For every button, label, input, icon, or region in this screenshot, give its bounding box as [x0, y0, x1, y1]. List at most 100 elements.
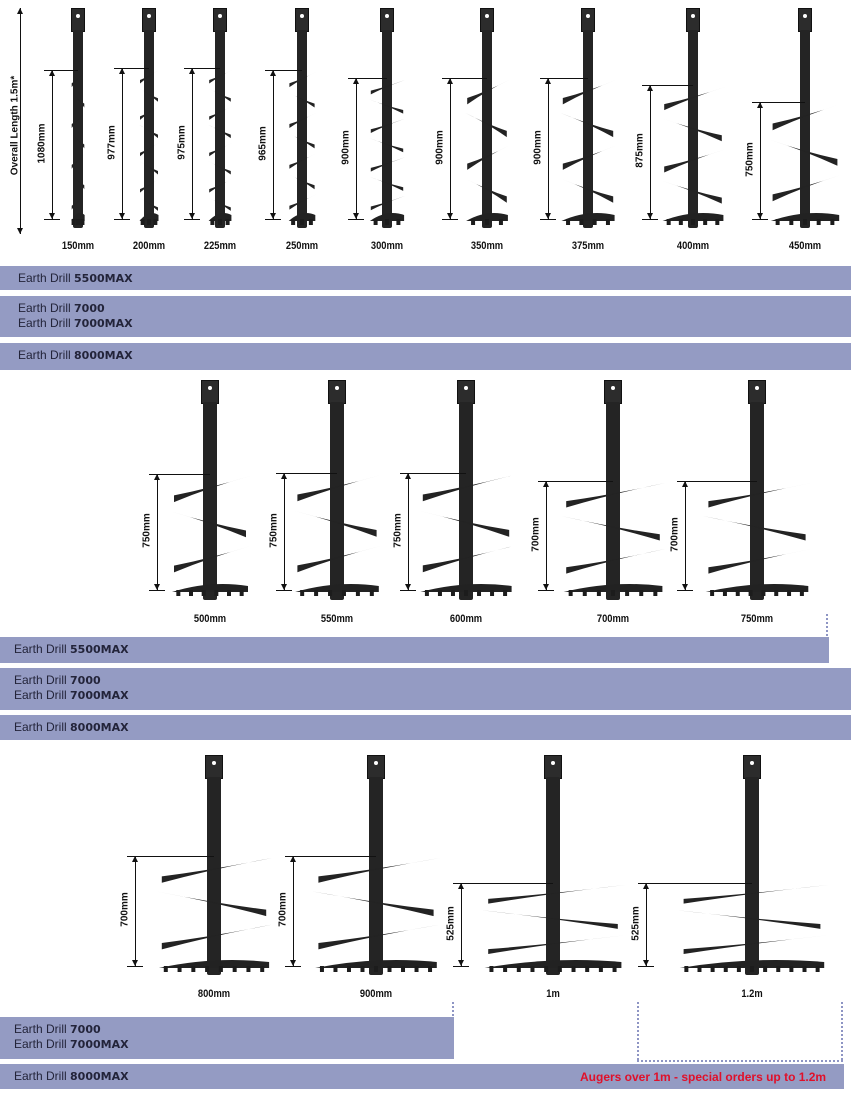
dimension-extension-line — [114, 219, 130, 220]
auger-flighting — [465, 80, 509, 225]
auger-size-label: 150mm — [61, 240, 95, 252]
auger-size-label: 250mm — [285, 240, 319, 252]
dimension-extension-line — [752, 102, 805, 103]
dimension-extension-line — [538, 481, 613, 482]
flight-length-label: 977mm — [106, 124, 118, 160]
auger-hex-collar — [544, 755, 562, 779]
flight-length-label: 875mm — [634, 133, 646, 168]
auger-flighting — [561, 483, 665, 596]
auger-size-label: 1.2m — [741, 988, 763, 1000]
dimension-extension-line — [276, 473, 337, 474]
auger-flighting — [703, 483, 811, 596]
flight-length-label: 900mm — [340, 129, 352, 165]
auger-hex-collar — [581, 8, 595, 32]
dimension-extension-line — [540, 78, 588, 79]
dimension-extension-line — [538, 590, 554, 591]
auger-hex-collar — [295, 8, 309, 32]
flight-length-label: 900mm — [532, 129, 544, 165]
flight-length-label: 900mm — [434, 129, 446, 165]
flight-length-label: 700mm — [277, 892, 289, 927]
flight-length-label: 975mm — [176, 124, 188, 160]
dimension-extension-line — [44, 219, 60, 220]
flight-length-dimension — [290, 856, 296, 966]
dotted-marker — [841, 1002, 843, 1060]
auger-flighting — [418, 475, 514, 596]
flight-length-dimension — [49, 70, 55, 219]
flight-length-label: 750mm — [392, 512, 404, 548]
dimension-extension-line — [453, 966, 469, 967]
flight-length-label: 1080mm — [36, 122, 48, 164]
flight-length-dimension — [189, 68, 195, 219]
overall-length-label: Overall Length 1.5m* — [9, 75, 21, 176]
flight-length-label: 965mm — [257, 125, 269, 161]
auger-flighting — [208, 70, 232, 225]
dimension-extension-line — [265, 219, 281, 220]
auger-shaft — [800, 30, 810, 228]
auger-flighting — [481, 885, 625, 972]
dimension-extension-line — [285, 856, 376, 857]
dimension-extension-line — [677, 481, 757, 482]
auger-shaft — [482, 30, 492, 228]
flight-length-dimension — [270, 70, 276, 219]
auger-shaft — [207, 777, 221, 975]
flight-length-dimension — [447, 78, 453, 219]
flight-length-dimension — [647, 85, 653, 219]
dimension-extension-line — [752, 219, 768, 220]
flight-length-dimension — [545, 78, 551, 219]
auger-flighting — [288, 72, 316, 225]
flight-length-dimension — [353, 78, 359, 219]
auger-flighting — [293, 475, 381, 596]
flight-length-dimension — [458, 883, 464, 966]
auger-flighting — [312, 858, 440, 972]
dimension-extension-line — [638, 966, 654, 967]
auger-flighting — [676, 885, 828, 972]
auger-hex-collar — [201, 380, 219, 404]
dimension-extension-line — [453, 883, 553, 884]
overall-length-dimension — [17, 8, 23, 234]
auger-shaft — [330, 402, 344, 600]
auger-hex-collar — [367, 755, 385, 779]
dimension-extension-line — [127, 856, 214, 857]
band-label: Earth Drill 5500MAX — [18, 271, 133, 285]
row1-band-8000max: Earth Drill 8000MAX — [0, 343, 851, 370]
flight-length-dimension — [281, 473, 287, 590]
dotted-marker — [826, 614, 828, 636]
dimension-extension-line — [276, 590, 292, 591]
auger-shaft — [606, 402, 620, 600]
dimension-extension-line — [149, 590, 165, 591]
auger-size-label: 300mm — [370, 240, 404, 252]
auger-flighting — [769, 104, 841, 225]
dimension-extension-line — [540, 219, 556, 220]
dimension-extension-line — [265, 70, 302, 71]
auger-size-label: 700mm — [596, 613, 630, 625]
auger-shaft — [583, 30, 593, 228]
flight-length-dimension — [154, 474, 160, 590]
auger-shaft — [745, 777, 759, 975]
flight-length-label: 750mm — [268, 512, 280, 548]
auger-hex-collar — [457, 380, 475, 404]
auger-flighting — [661, 87, 725, 225]
flight-length-dimension — [757, 102, 763, 219]
auger-size-label: 750mm — [740, 613, 774, 625]
auger-shaft — [459, 402, 473, 600]
auger-hex-collar — [604, 380, 622, 404]
auger-flighting — [71, 72, 85, 225]
band-label: Earth Drill 8000MAX — [14, 1069, 129, 1083]
auger-shaft — [203, 402, 217, 600]
dimension-extension-line — [127, 966, 143, 967]
flight-length-dimension — [682, 481, 688, 590]
auger-flighting — [170, 476, 250, 596]
auger-hex-collar — [205, 755, 223, 779]
auger-flighting — [369, 80, 405, 225]
auger-size-label: 800mm — [197, 988, 231, 1000]
dimension-extension-line — [442, 78, 487, 79]
dotted-marker — [637, 1002, 639, 1060]
auger-hex-collar — [142, 8, 156, 32]
auger-hex-collar — [71, 8, 85, 32]
auger-size-label: 600mm — [449, 613, 483, 625]
